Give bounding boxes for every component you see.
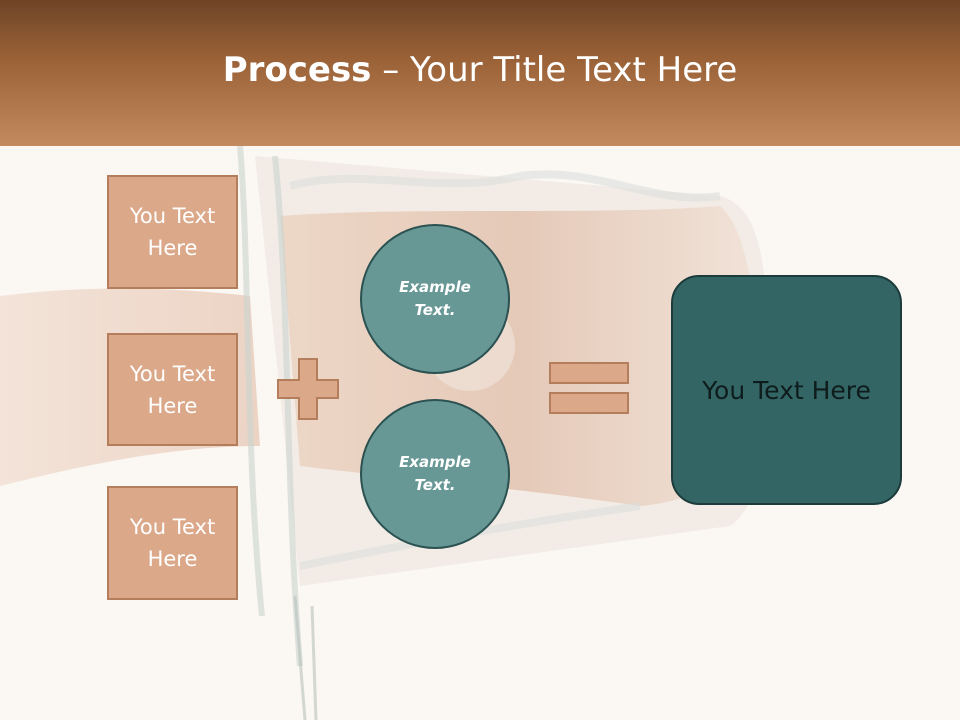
- title-bold: Process: [222, 50, 372, 90]
- input-box-3[interactable]: You Text Here: [107, 486, 238, 600]
- input-box-3-text: You Text Here: [129, 515, 216, 571]
- example-circle-1[interactable]: Example Text.: [360, 224, 510, 374]
- title-banner: [0, 0, 960, 146]
- plus-icon: [277, 358, 339, 420]
- example-circle-2-text: Example Text.: [399, 453, 471, 494]
- equals-icon: [549, 362, 629, 414]
- title-rest: – Your Title Text Here: [371, 50, 738, 90]
- input-box-1[interactable]: You Text Here: [107, 175, 238, 289]
- example-circle-2[interactable]: Example Text.: [360, 399, 510, 549]
- slide-title[interactable]: Process – Your Title Text Here: [0, 50, 960, 90]
- result-box-text: You Text Here: [702, 375, 871, 405]
- input-box-2[interactable]: You Text Here: [107, 333, 238, 446]
- example-circle-1-text: Example Text.: [399, 278, 471, 319]
- input-box-1-text: You Text Here: [129, 204, 216, 260]
- input-box-2-text: You Text Here: [129, 361, 216, 418]
- result-box[interactable]: You Text Here: [671, 275, 902, 505]
